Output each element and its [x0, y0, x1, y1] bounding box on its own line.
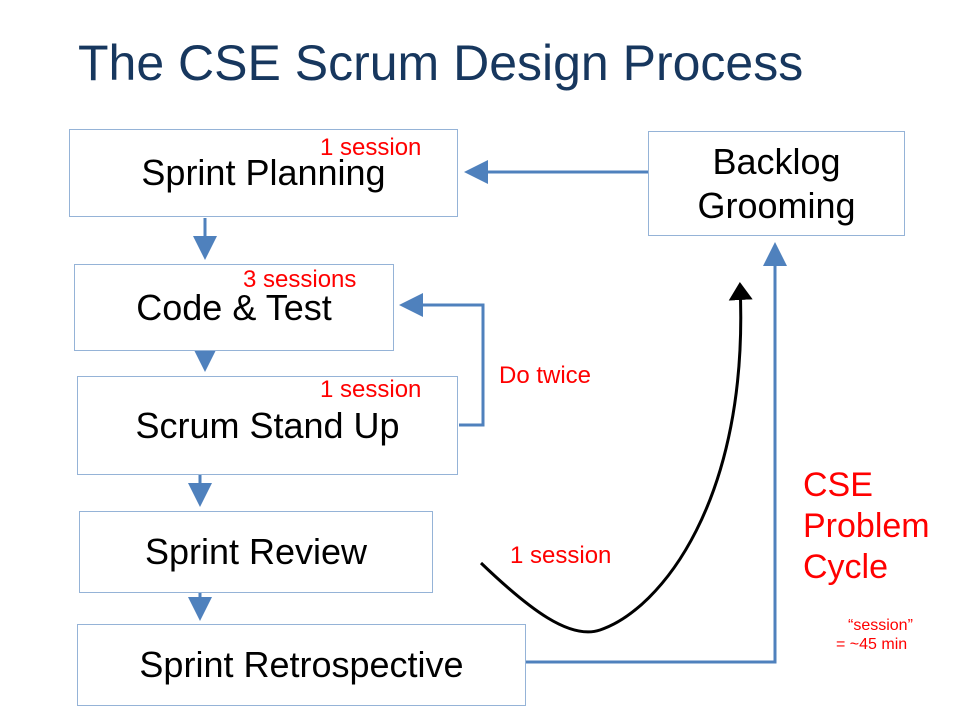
- session-note-line1: “session”: [848, 617, 913, 634]
- standup-sessions-label: 1 session: [320, 376, 422, 403]
- review-sessions-label: 1 session: [510, 542, 612, 569]
- cse-problem-cycle-line3: Cycle: [803, 547, 889, 586]
- session-length-note: “session” = ~45 min: [836, 616, 913, 654]
- scrum-standup-box: Scrum Stand Up: [77, 376, 458, 475]
- do-twice-label: Do twice: [499, 362, 592, 389]
- page-title: The CSE Scrum Design Process: [78, 35, 804, 91]
- cse-problem-cycle-line2: Problem: [803, 506, 930, 545]
- planning-sessions-label: 1 session: [320, 134, 422, 161]
- scrum-standup-label: Scrum Stand Up: [135, 404, 400, 446]
- sprint-planning-box: Sprint Planning: [69, 129, 458, 217]
- sprint-planning-label: Sprint Planning: [141, 152, 386, 194]
- sprint-retrospective-label: Sprint Retrospective: [139, 644, 464, 686]
- sprint-retrospective-box: Sprint Retrospective: [77, 624, 526, 706]
- cse-problem-cycle-label: CSE Problem Cycle: [803, 465, 930, 587]
- arrow-loop-do-twice: [399, 293, 485, 427]
- sprint-review-label: Sprint Review: [144, 531, 368, 573]
- backlog-grooming-box: Backlog Grooming: [648, 131, 905, 236]
- code-test-label: Code & Test: [136, 286, 332, 328]
- code-test-sessions-label: 3 sessions: [243, 266, 357, 293]
- backlog-grooming-label-line1: Backlog: [712, 141, 841, 183]
- backlog-grooming-label-line2: Grooming: [697, 184, 856, 226]
- arrow-retro-to-backlog: [526, 242, 787, 664]
- code-test-box: Code & Test: [74, 264, 394, 351]
- cse-problem-cycle-line1: CSE: [803, 466, 873, 504]
- sprint-review-box: Sprint Review: [79, 511, 433, 593]
- arrow-problem-cycle-curve: [479, 282, 753, 634]
- session-note-line2: = ~45 min: [836, 636, 908, 654]
